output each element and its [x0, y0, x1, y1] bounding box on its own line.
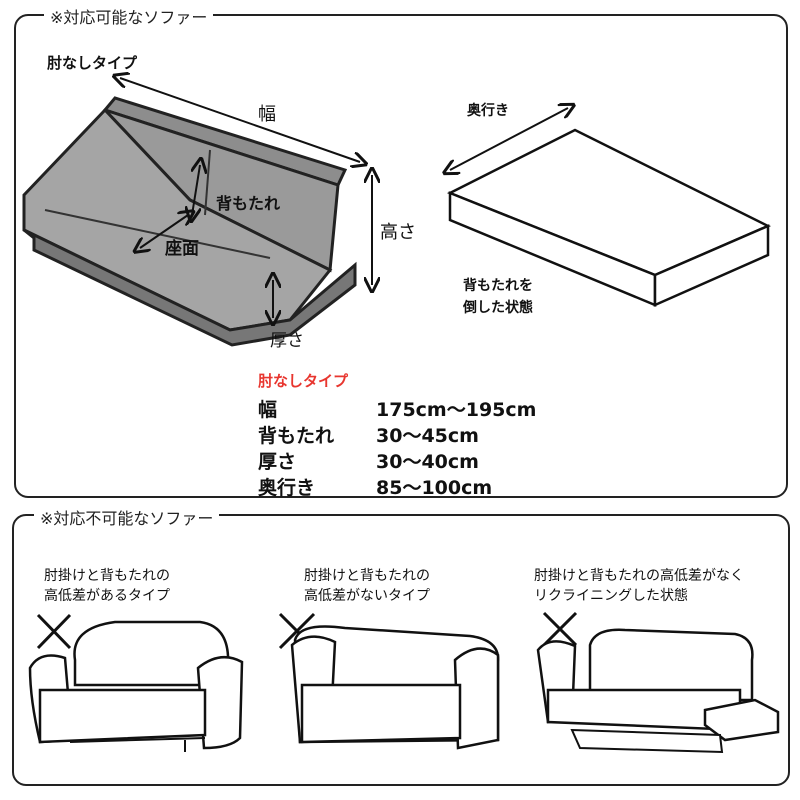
- spec-row-depth: 奥行き 85～100cm: [258, 473, 492, 500]
- spec-value: 30～45cm: [376, 425, 479, 447]
- compatible-sofa-panel: [14, 14, 788, 498]
- armless-type-label: 肘なしタイプ: [47, 54, 138, 72]
- width-label: 幅: [258, 104, 276, 125]
- depth-label: 奥行き: [467, 103, 509, 119]
- caption-line: リクライニングした状態: [534, 588, 688, 604]
- flat-caption-line2: 倒した状態: [463, 300, 533, 316]
- spec-title: 肘なしタイプ: [258, 372, 349, 390]
- compatible-panel-title: ※対応可能なソファー: [44, 4, 214, 28]
- thickness-label: 厚さ: [270, 331, 304, 351]
- width-arrow: [120, 78, 360, 162]
- incompatible-item-1-caption: 肘掛けと背もたれの 高低差があるタイプ: [44, 566, 170, 606]
- caption-line: 高低差があるタイプ: [44, 588, 170, 604]
- spec-label: 厚さ: [258, 451, 297, 473]
- spec-label: 奥行き: [258, 477, 316, 499]
- flat-caption-line1: 背もたれを: [463, 278, 533, 294]
- caption-line: 高低差がないタイプ: [304, 588, 430, 604]
- incompatible-panel-title: ※対応不可能なソファー: [34, 505, 220, 529]
- spec-value: 30～40cm: [376, 451, 479, 473]
- incompatible-item-2-caption: 肘掛けと背もたれの 高低差がないタイプ: [304, 566, 430, 606]
- incompatible-sofa-panel: [12, 514, 790, 786]
- spec-label: 幅: [258, 399, 278, 421]
- caption-line: 肘掛けと背もたれの高低差がなく: [534, 568, 744, 584]
- caption-line: 肘掛けと背もたれの: [304, 568, 430, 584]
- spec-row-thickness: 厚さ 30～40cm: [258, 447, 479, 474]
- height-label: 高さ: [380, 222, 416, 243]
- spec-row-width: 幅 175cm～195cm: [258, 395, 536, 422]
- spec-row-backrest: 背もたれ 30～45cm: [258, 421, 479, 448]
- depth-arrow: [450, 108, 568, 170]
- caption-line: 肘掛けと背もたれの: [44, 568, 170, 584]
- seat-arrow: [140, 215, 188, 248]
- seat-label: 座面: [165, 239, 199, 259]
- spec-value: 175cm～195cm: [376, 399, 537, 421]
- incompatible-item-3-caption: 肘掛けと背もたれの高低差がなく リクライニングした状態: [534, 566, 744, 606]
- spec-value: 85～100cm: [376, 477, 493, 499]
- backrest-label: 背もたれ: [216, 194, 281, 213]
- backrest-arrow: [192, 165, 200, 215]
- spec-label: 背もたれ: [258, 425, 335, 447]
